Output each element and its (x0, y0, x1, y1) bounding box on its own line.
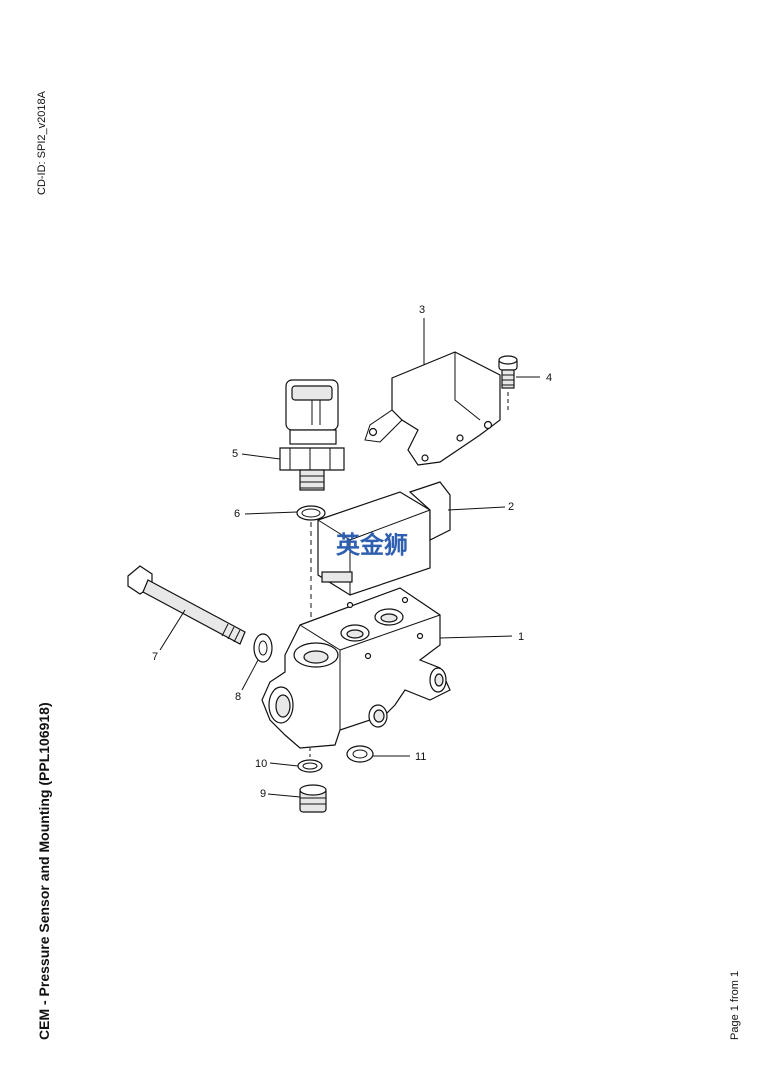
callout-10: 10 (255, 758, 267, 770)
leader-lines (159, 318, 540, 798)
callout-5: 5 (232, 448, 238, 460)
watermark: 英金狮 (336, 531, 408, 559)
plug-part-9 (299, 784, 327, 813)
callout-3: 3 (419, 304, 425, 316)
callout-8: 8 (235, 691, 241, 703)
callout-7: 7 (152, 651, 158, 663)
washer-part-8 (253, 633, 273, 663)
o-ring-part-10 (297, 759, 323, 773)
callout-11: 11 (415, 751, 426, 763)
callout-2: 2 (508, 501, 514, 513)
callout-9: 9 (260, 788, 266, 800)
valve-block-part-1 (261, 587, 451, 749)
bracket-part-3 (364, 351, 501, 466)
long-bolt-part-7 (127, 565, 246, 645)
screw-part-4 (498, 355, 518, 412)
solenoid-part-2 (317, 481, 451, 596)
pressure-sensor-part-5 (279, 379, 345, 491)
o-ring-part-6 (296, 505, 326, 521)
washer-part-11 (346, 745, 374, 763)
callout-4: 4 (546, 372, 552, 384)
callout-labels: 1 2 3 4 5 6 7 8 9 10 11 (152, 304, 552, 800)
callout-1: 1 (518, 631, 524, 643)
callout-6: 6 (234, 508, 240, 520)
